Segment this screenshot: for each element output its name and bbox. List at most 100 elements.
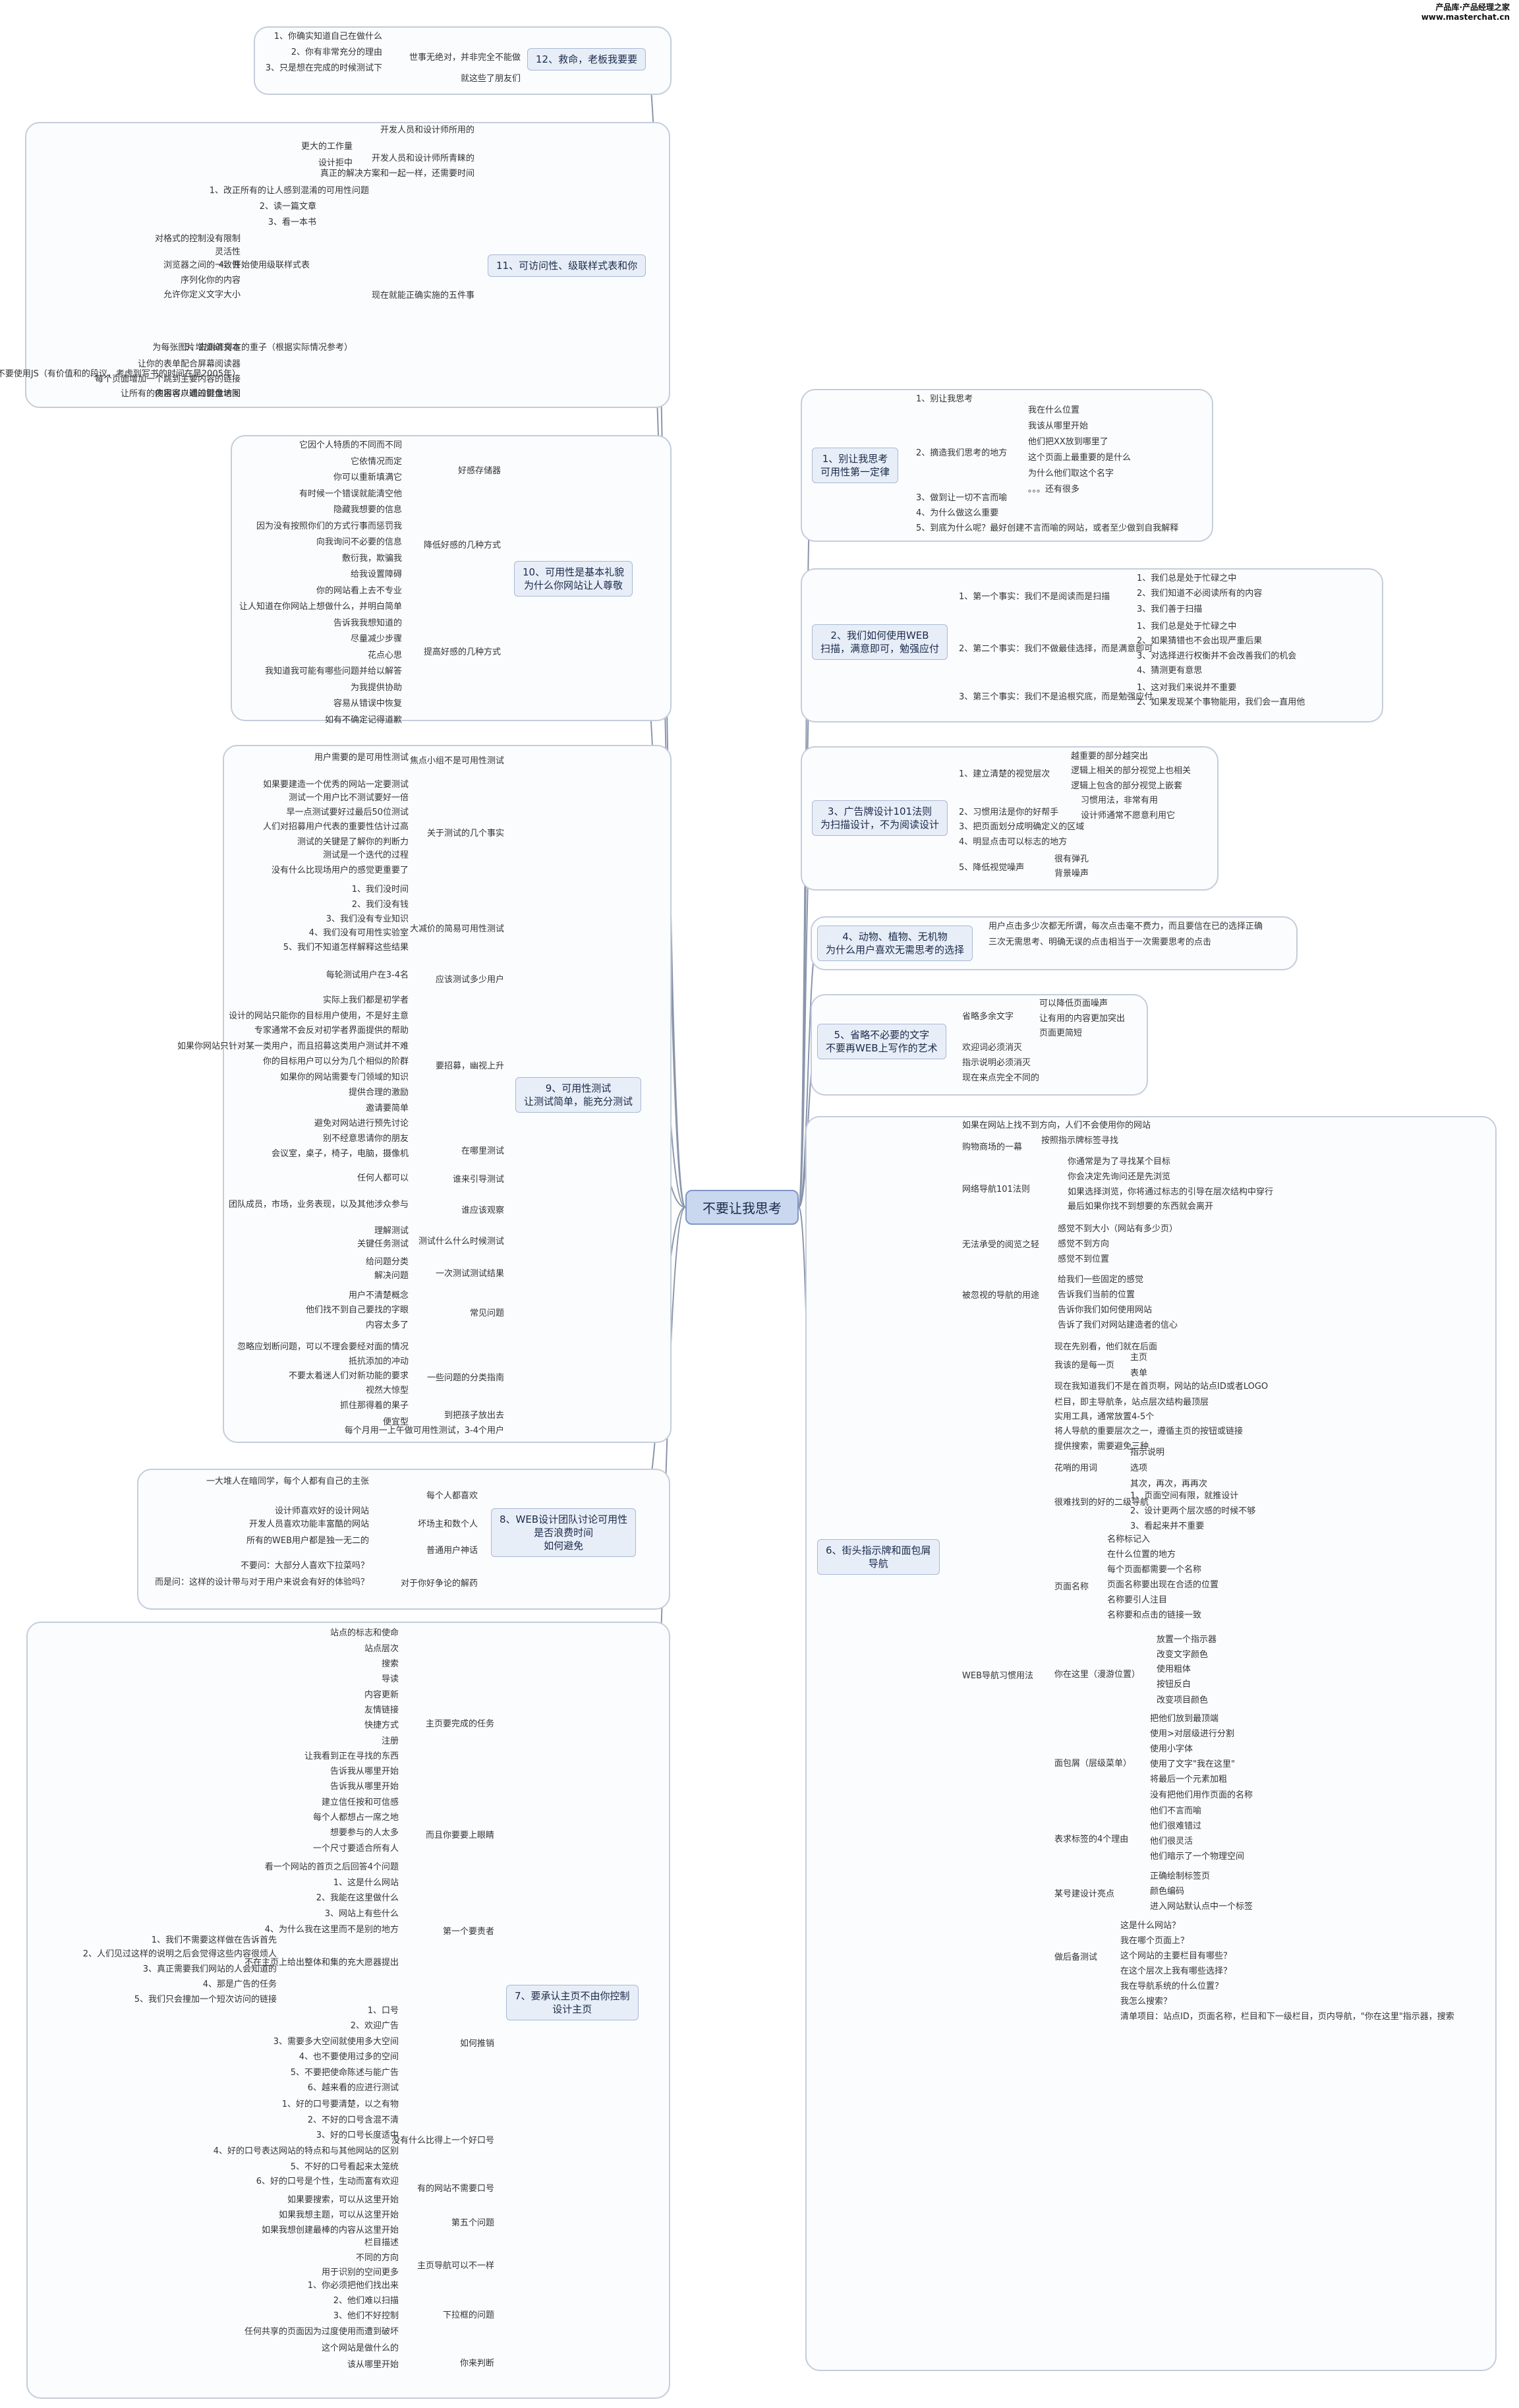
b1-item: 4、为什么做这么重要 [916,508,999,518]
b6-leaf: 使用了文字"我在这里" [1150,1759,1235,1769]
b7-leaf: 用于识别的空间更多 [321,2268,399,2277]
b6-leaf: 面包屑（层级菜单） [1054,1759,1132,1769]
b7-leaf: 4、那是广告的任务 [202,1980,277,1989]
b6-leaf: 现在先别看，他们就在后面 [1054,1342,1158,1352]
b9-leaf: 如果你网站只针对某一类用户，而且招募这类用户测试并不难 [177,1042,409,1051]
b9-item: 要招募，幽视上升 [435,1061,504,1071]
b11-leaf: 序列化你的内容 [180,276,241,285]
b11-item: 现在就能正确实施的五件事 [371,291,474,301]
b6-leaf: 告诉我们当前的位置 [1058,1290,1135,1300]
b7-leaf: 5、不好的口号看起来太笼统 [290,2162,399,2172]
b7-leaf: 4、也不要使用过多的空间 [299,2052,399,2062]
b9-leaf: 如果你的网站需要专门领域的知识 [279,1072,409,1082]
b7-item: 没有什么比得上一个好口号 [391,2136,494,2146]
b7-leaf: 3、网站上有些什么 [324,1909,399,1919]
b9-leaf: 测试是一个迭代的过程 [322,850,409,860]
topic-2[interactable]: 2、我们如何使用WEB 扫描，满意即可，勉强应付 [812,624,948,660]
b6-leaf: 我在导航系统的什么位置？ [1120,1982,1224,1991]
b9-leaf: 3、我们没有专业知识 [326,914,409,924]
b9-leaf: 测试的关键是了解你的判断力 [297,837,409,847]
topic-9[interactable]: 9、可用性测试 让测试简单，能充分测试 [515,1077,642,1113]
b7-leaf: 如果我想创建最棒的内容从这里开始 [261,2225,399,2235]
topic-1[interactable]: 1、别让我思考 可用性第一定律 [812,448,899,483]
topic-3[interactable]: 3、广告牌设计101法则 为扫描设计，不为阅读设计 [812,800,948,836]
b9-item: 一次测试测试结果 [435,1269,504,1279]
b9-leaf: 便宜型 [382,1417,409,1427]
b1-leaf: 他们把XX放到哪里了 [1028,437,1108,447]
b7-leaf: 如果我想主题，可以从这里开始 [278,2210,399,2220]
b8-leaf: 开发人员喜欢功能丰富酷的网站 [248,1519,369,1529]
b10-leaf: 它依情况而定 [350,456,402,467]
b7-item: 有的网站不需要口号 [416,2184,494,2194]
topic-8[interactable]: 8、WEB设计团队讨论可用性 是否浪费时间 如何避免 [491,1508,637,1557]
b6-leaf: 在什么位置的地方 [1107,1550,1176,1560]
b5-item: 指示说明必须消灭 [962,1058,1031,1068]
b7-leaf: 任何共享的页面因为过度使用而遭到破坏 [244,2327,399,2337]
b9-leaf: 视然大惊型 [365,1386,409,1395]
topic-10[interactable]: 10、可用性是基本礼貌 为什么你网站让人尊敬 [514,561,633,597]
b7-leaf: 不同的方向 [355,2253,399,2263]
watermark-line2: www.masterchat.cn [1421,13,1510,22]
b2-leaf: 1、我们总是处于忙碌之中 [1137,573,1237,583]
b6-leaf: 最后如果你找不到想要的东西就会离开 [1068,1202,1214,1212]
b9-leaf: 4、我们没有可用性实验室 [308,928,409,938]
b11-item: 开发人员和设计师所青睐的 [371,154,474,163]
b11-leaf: 允许你定义文字大小 [163,290,241,300]
b6-leaf: 页面名称要出现在合适的位置 [1107,1580,1219,1590]
b6-leaf: 指示说明 [1130,1448,1165,1457]
b10-leaf: 让人知道在你网站上想做什么，并明白简单 [239,602,402,612]
b6-leaf: 改变项目颜色 [1157,1695,1209,1705]
b10-leaf: 它因个人特质的不同而不同 [299,440,402,450]
b9-leaf: 别不经意思请你的朋友 [322,1134,409,1144]
b6-leaf: 把他们放到最顶端 [1150,1714,1219,1724]
topic-6[interactable]: 6、街头指示牌和面包屑 导航 [817,1539,940,1575]
b8-leaf: 而是问：这样的设计带与对于用户来说会有好的体验吗？ [154,1577,369,1587]
b5-leaf: 让有用的内容更加突出 [1039,1014,1126,1024]
b6-leaf: 按钮反白 [1157,1680,1191,1689]
b8-leaf: 设计师喜欢好的设计网站 [274,1506,369,1516]
b7-leaf: 告诉我从哪里开始 [330,1767,399,1777]
b8-leaf: 所有的WEB用户都是独一无二的 [246,1536,369,1546]
b7-leaf: 4、为什么我在这里而不是别的地方 [264,1925,399,1935]
watermark-line1: 产品库·产品经理之家 [1435,3,1510,12]
topic-11[interactable]: 11、可访问性、级联样式表和你 [488,254,646,277]
topic-5[interactable]: 5、省略不必要的文字 不要再WEB上写作的艺术 [817,1024,946,1059]
b7-leaf: 2、我能在这里做什么 [316,1893,399,1903]
b11-leaf: 4、开始使用级联样式表 [218,260,310,270]
b6-item: 无法承受的阅览之轻 [962,1240,1040,1250]
center-topic[interactable]: 不要让我思考 [685,1190,799,1225]
b8-leaf: 一大堆人在暗同学，每个人都有自己的主张 [206,1477,369,1486]
topic-7[interactable]: 7、要承认主页不由你控制 设计主页 [506,1985,639,2020]
b5-item: 省略多余文字 [962,1012,1014,1022]
b3-leaf: 逻辑上包含的部分视觉上嵌套 [1071,781,1183,791]
b7-leaf: 5、不要把使命陈述与能广告 [290,2068,399,2078]
b9-leaf: 实际上我们都是初学者 [322,995,409,1005]
b9-item: 一些问题的分类指南 [426,1373,504,1383]
group-box-9 [223,745,672,1443]
b7-leaf: 2、人们见过这样的说明之后会觉得这些内容很烦人 [82,1949,277,1959]
b6-leaf: 给我们一些固定的感觉 [1058,1275,1144,1285]
b7-leaf: 想要参与的人太多 [330,1828,399,1838]
b1-leaf: 为什么他们取这个名字 [1028,469,1114,479]
watermark: 产品库·产品经理之家 www.masterchat.cn [1421,3,1510,22]
b7-leaf: 搜索 [381,1659,399,1669]
b7-leaf: 这个网站是做什么的 [321,2343,399,2353]
b3-leaf: 很有弹孔 [1054,854,1089,864]
b7-leaf: 3、真正需要我们网站的人会知道的 [142,1964,277,1974]
b6-leaf: 花哨的用词 [1054,1463,1098,1473]
b7-leaf: 1、我们不需要这样做在告诉首先 [151,1935,277,1945]
b6-leaf: 将最后一个元素加粗 [1150,1775,1228,1784]
topic-12[interactable]: 12、救命，老板我要要 [527,48,646,71]
b7-leaf: 6、好的口号是个性，生动而富有欢迎 [256,2177,399,2187]
b6-leaf: 放置一个指示器 [1157,1635,1217,1645]
b3-leaf: 背景噪声 [1054,869,1089,879]
topic-4[interactable]: 4、动物、植物、无机物 为什么用户喜欢无需思考的选择 [817,925,973,961]
b5-item: 欢迎词必须消灭 [962,1043,1023,1053]
b6-leaf: 颜色编码 [1150,1887,1185,1896]
b6-leaf: 他们很灵活 [1150,1836,1193,1846]
b1-leaf: 这个页面上最重要的是什么 [1028,453,1132,463]
b6-leaf: 栏目，即主导航条，站点层次结构最顶层 [1054,1397,1209,1407]
b10-leaf: 尽量减少步骤 [350,634,402,644]
b8-item: 坏场主和数个人 [417,1519,478,1529]
b7-leaf: 1、好的口号要清楚，以之有物 [281,2100,399,2109]
